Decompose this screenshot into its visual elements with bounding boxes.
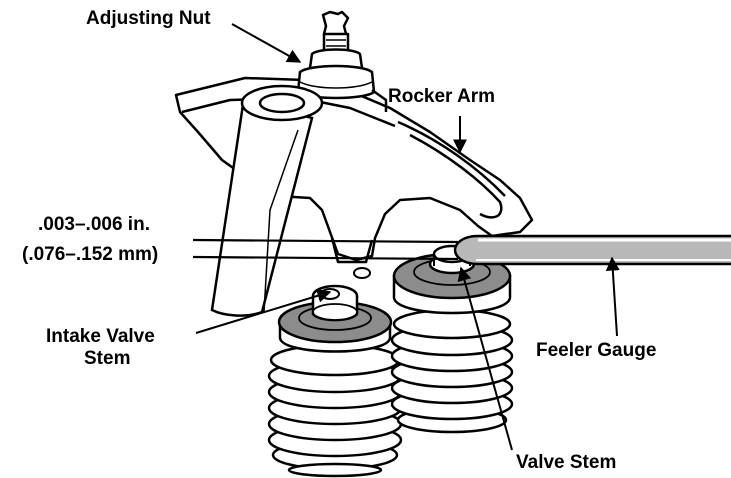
valve-stem-arrow <box>457 266 513 451</box>
leader-arrows <box>195 23 620 451</box>
intake-valve-stem-arrow <box>195 288 332 334</box>
clearance-inches-label: .003–.006 in. <box>38 214 150 235</box>
feeler-gauge-arrow <box>605 256 620 337</box>
adjusting-nut-label: Adjusting Nut <box>86 8 211 29</box>
clearance-reference-lines <box>192 238 459 261</box>
rocker-arm-label: Rocker Arm <box>388 86 496 107</box>
intake-valve-spring-shape <box>267 343 403 478</box>
feeler-gauge-shape <box>453 234 731 266</box>
valve-stem-label: Valve Stem <box>516 452 617 473</box>
adjusting-nut-shape <box>296 10 388 112</box>
adjusting-nut-arrow <box>231 23 302 63</box>
clearance-mm-label: (.076–.152 mm) <box>22 244 159 265</box>
exhaust-valve-spring-shape <box>390 308 514 434</box>
intake-valve-stem-label-line2: Stem <box>84 348 131 369</box>
intake-valve-stem-label-line1: Intake Valve <box>46 326 155 347</box>
feeler-gauge-label: Feeler Gauge <box>536 340 657 361</box>
